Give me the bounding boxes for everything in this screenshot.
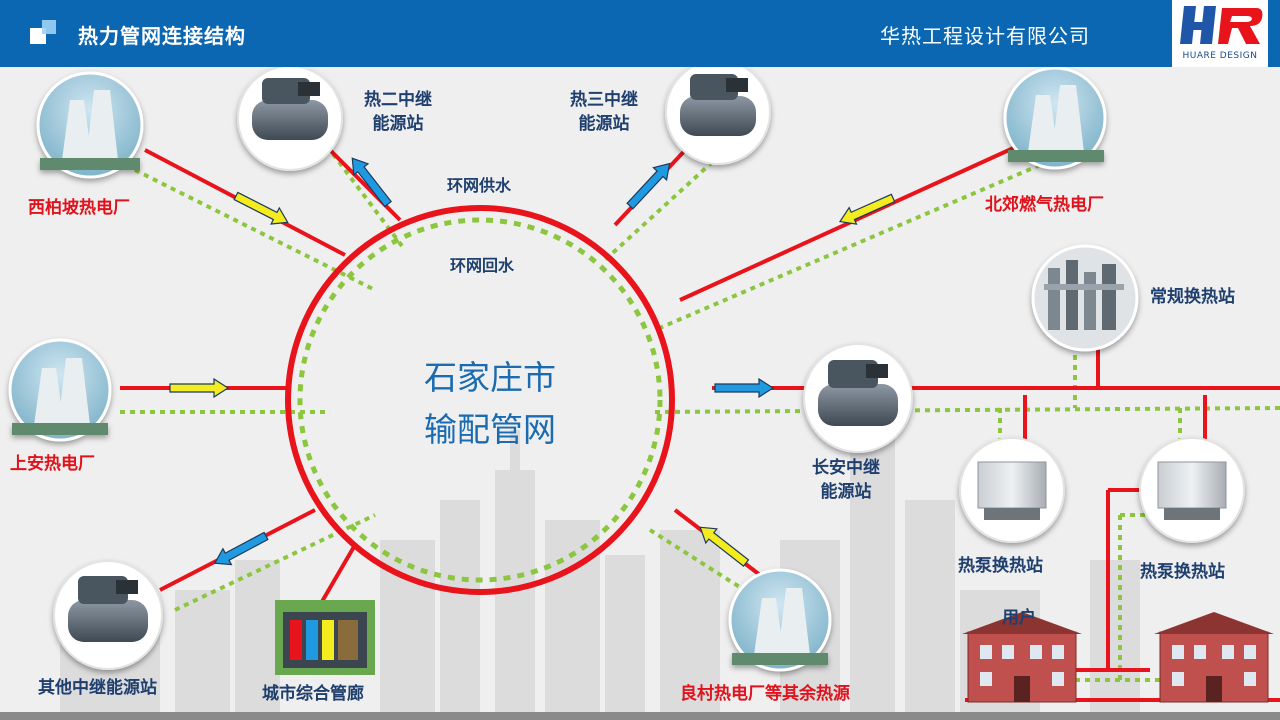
company-name: 华热工程设计有限公司 xyxy=(880,24,1090,48)
label-other-relay: 其他中继能源站 xyxy=(38,678,157,698)
ring-supply-label: 环网供水 xyxy=(447,176,512,195)
network-center-label: 石家庄市 输配管网 xyxy=(400,352,580,456)
user-building-icon xyxy=(962,612,1082,703)
label-re-san: 热三中继 能源站 xyxy=(570,90,638,134)
ring-return-label: 环网回水 xyxy=(450,256,515,275)
arrow-re-er-out xyxy=(351,157,392,208)
relay-station-icon xyxy=(803,343,913,453)
user-building-icon xyxy=(1154,612,1274,703)
label-user: 用户 xyxy=(1002,608,1036,628)
slide-bullet-icon xyxy=(30,20,56,44)
heat-pump-icon xyxy=(959,437,1065,543)
arrow-other-relay-out xyxy=(213,531,269,566)
header-bar: 热力管网连接结构 华热工程设计有限公司 HUARE DESIGN xyxy=(0,0,1280,67)
label-heat-pump-1: 热泵换热站 xyxy=(958,556,1043,576)
label-shangan: 上安热电厂 xyxy=(10,454,95,474)
center-line-2: 输配管网 xyxy=(424,410,556,449)
relay-station-icon xyxy=(665,59,771,165)
label-changan: 长安中继 能源站 xyxy=(812,458,880,502)
logo-text: HUARE DESIGN xyxy=(1182,51,1258,61)
power-plant-icon xyxy=(8,338,112,442)
ground-strip xyxy=(0,712,1280,720)
power-plant-icon xyxy=(728,568,832,672)
company-logo: HUARE DESIGN xyxy=(1172,0,1268,67)
utility-tunnel-icon xyxy=(275,600,375,675)
power-plant-icon xyxy=(36,71,144,179)
label-xibaipo: 西柏坡热电厂 xyxy=(28,198,130,218)
relay-station-icon xyxy=(237,65,343,171)
page-title: 热力管网连接结构 xyxy=(78,24,246,48)
return-ring xyxy=(297,217,663,583)
arrow-beijiao-in xyxy=(839,193,896,225)
arrow-liangcun-in xyxy=(699,526,750,567)
arrow-xibaipo-in xyxy=(233,191,289,225)
label-re-er: 热二中继 能源站 xyxy=(364,90,432,134)
label-liangcun: 良村热电厂等其余热源 xyxy=(680,684,850,704)
center-line-1: 石家庄市 xyxy=(424,358,556,397)
heat-pump-icon xyxy=(1139,437,1245,543)
label-heat-pump-2: 热泵换热站 xyxy=(1140,562,1225,582)
relay-station-icon xyxy=(53,560,163,670)
label-utility-tunnel: 城市综合管廊 xyxy=(262,684,364,704)
label-changgui: 常规换热站 xyxy=(1150,287,1235,307)
power-plant-icon xyxy=(1003,66,1107,170)
arrow-changan-out xyxy=(714,377,775,399)
arrow-shangan-in xyxy=(169,377,230,399)
huare-logo-icon xyxy=(1180,6,1263,44)
supply-ring xyxy=(285,205,675,595)
heat-exchange-station-icon xyxy=(1031,244,1139,352)
label-beijiao: 北郊燃气热电厂 xyxy=(985,195,1104,215)
arrow-re-san-out xyxy=(626,162,671,210)
